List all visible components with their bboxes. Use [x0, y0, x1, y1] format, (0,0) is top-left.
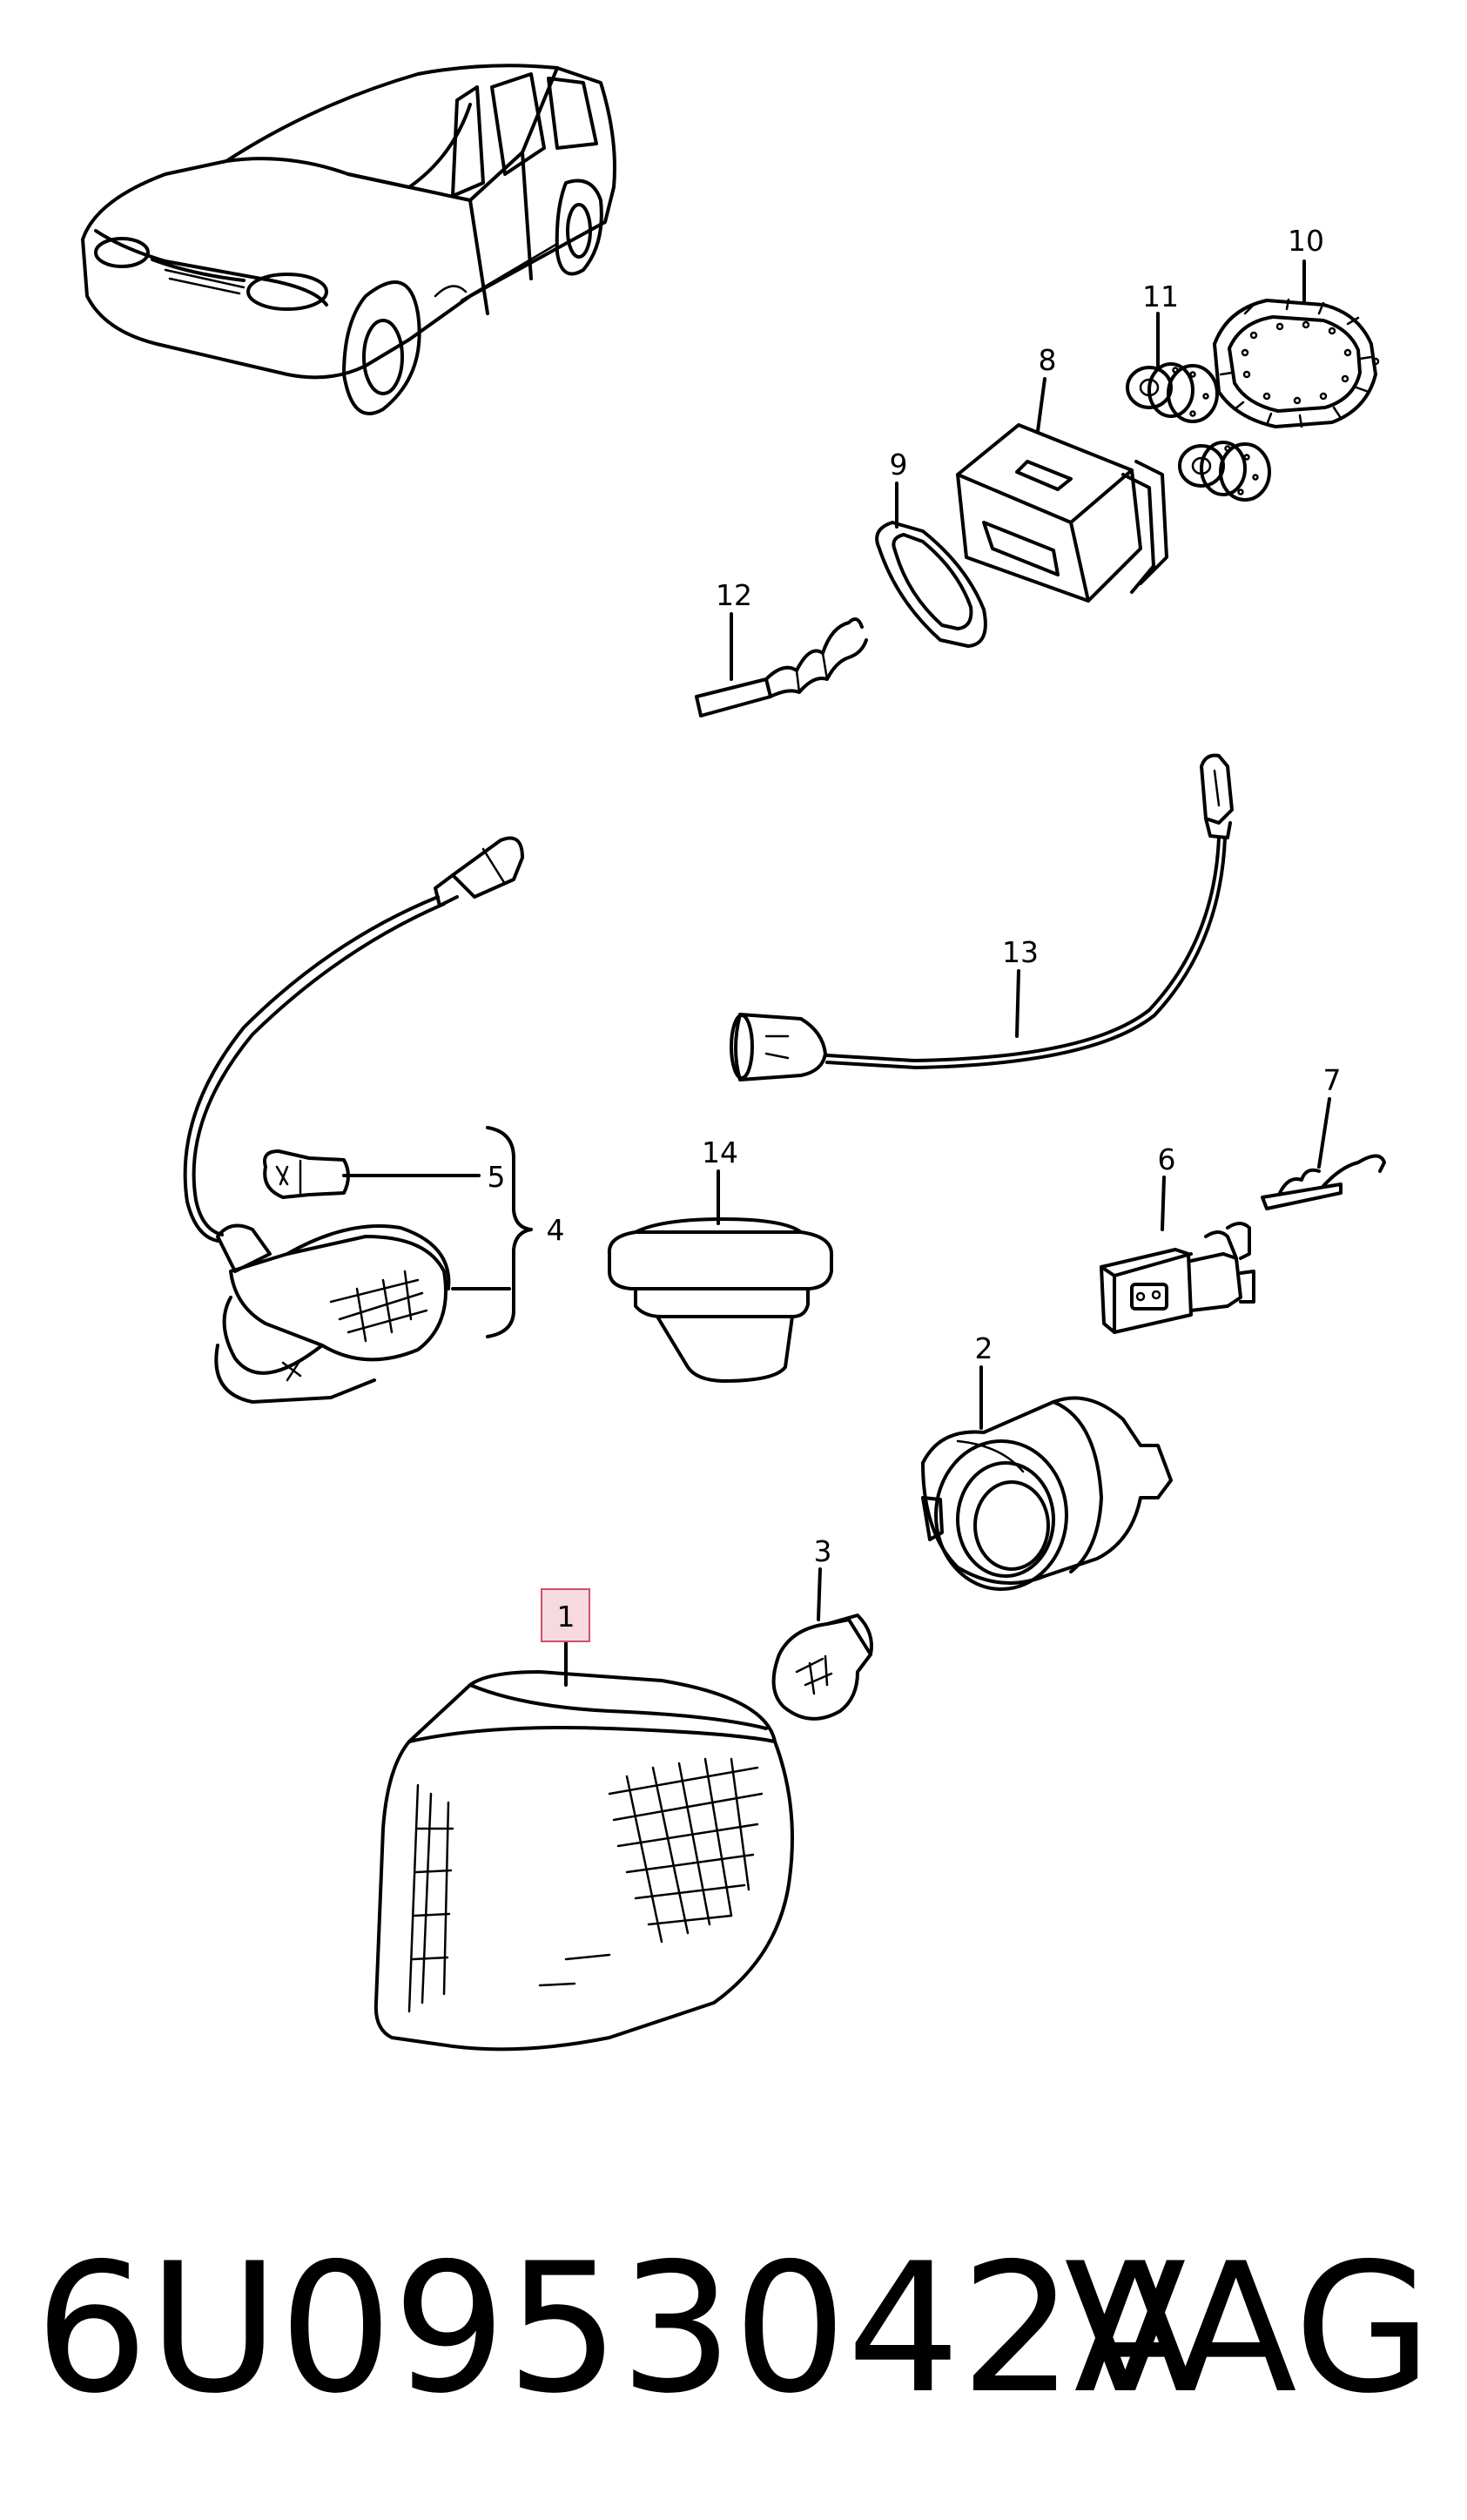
part-11-grommets — [1126, 362, 1271, 502]
part-8-connector — [956, 423, 1168, 603]
part-2-bulb-socket — [921, 1396, 1173, 1591]
callout-5: 5 — [488, 1160, 506, 1194]
part-5-wedge-bulb — [263, 1149, 481, 1199]
part-4-side-indicator — [183, 836, 533, 1404]
part-6-connector — [1100, 1222, 1255, 1334]
part-14-grommet — [607, 1217, 833, 1383]
brand-name: VAG — [1064, 2226, 1432, 2433]
callout-12: 12 — [716, 578, 752, 612]
part-10-seal — [1213, 298, 1380, 428]
callout-4: 4 — [547, 1213, 565, 1247]
callout-8: 8 — [1039, 343, 1057, 377]
callout-11: 11 — [1142, 280, 1179, 313]
callout-10: 10 — [1288, 224, 1324, 258]
part-7-terminal — [1261, 1154, 1386, 1210]
callout-7: 7 — [1323, 1063, 1342, 1097]
callout-13: 13 — [1002, 935, 1039, 969]
callout-1: 1 — [557, 1600, 575, 1634]
part-3-bulb — [771, 1614, 873, 1721]
part-number: 6U0953042A — [35, 2226, 1196, 2433]
callout-1-highlight — [541, 1588, 590, 1642]
car-illustration — [81, 64, 616, 415]
callout-labels: 10 11 8 9 12 13 14 7 6 5 4 2 3 1 — [488, 224, 1342, 1634]
callout-14: 14 — [702, 1135, 738, 1169]
part-1-indicator-lens — [373, 1670, 794, 2052]
footer: 6U0953042A VAG — [0, 2225, 1467, 2434]
part-12-terminal — [695, 617, 868, 718]
callout-6: 6 — [1158, 1142, 1176, 1176]
callout-9: 9 — [890, 448, 908, 482]
part-9-gasket — [875, 521, 987, 648]
callout-3: 3 — [814, 1534, 832, 1568]
leader-lines — [564, 259, 1331, 1687]
part-13-cable — [730, 753, 1234, 1081]
callout-2: 2 — [975, 1331, 993, 1365]
